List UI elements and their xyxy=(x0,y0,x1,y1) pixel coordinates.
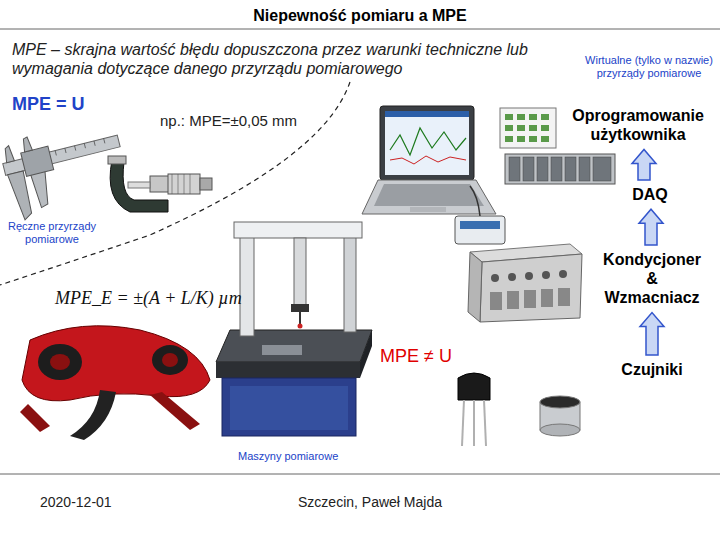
definition-text: MPE – skrajna wartość błędu dopuszczona … xyxy=(12,40,572,78)
slide-title: Niepewność pomiaru a MPE xyxy=(0,6,720,25)
sensor-stage: Czujniki xyxy=(602,358,702,381)
signal-conditioner-picture xyxy=(468,244,582,322)
flow-arrow xyxy=(640,313,664,355)
rules xyxy=(0,29,720,474)
transistor-sensor-picture xyxy=(458,373,490,446)
mpe-equals-u: MPE = U xyxy=(12,94,132,116)
mpe-formula: MPE_E = ±(A + L/K) µm xyxy=(55,288,275,310)
manual-instruments-note: Ręczne przyrządy pomiarowe xyxy=(4,220,100,246)
flow-arrow xyxy=(632,149,656,180)
stage-text: Czujniki xyxy=(606,360,698,379)
place-author-footer: Szczecin, Paweł Majda xyxy=(270,494,470,511)
micrometer-picture xyxy=(108,156,212,212)
handheld-scanner-picture xyxy=(20,326,210,440)
software-stage: Oprogramowanie użytkownika xyxy=(563,104,713,146)
mpe-not-equal-u: MPE ≠ U xyxy=(380,346,480,368)
stage-text: Kondycjoner & Wzmacniacz xyxy=(597,250,707,308)
example-text: np.: MPE=±0,05 mm xyxy=(160,112,340,130)
cmm-machine-picture xyxy=(216,222,372,436)
measuring-machines-note: Maszyny pomiarowe xyxy=(238,450,378,463)
date-footer: 2020-12-01 xyxy=(40,494,150,511)
stage-text: Oprogramowanie użytkownika xyxy=(567,106,709,144)
stage-text: DAQ xyxy=(624,185,676,204)
flow-arrow xyxy=(639,209,663,245)
microphone-sensor-picture xyxy=(540,396,580,436)
conditioner-stage: Kondycjoner & Wzmacniacz xyxy=(593,248,711,310)
daq-stage: DAQ xyxy=(620,183,680,206)
virtual-instruments-note: Wirtualne (tylko w nazwie) przyrządy pom… xyxy=(583,54,715,80)
